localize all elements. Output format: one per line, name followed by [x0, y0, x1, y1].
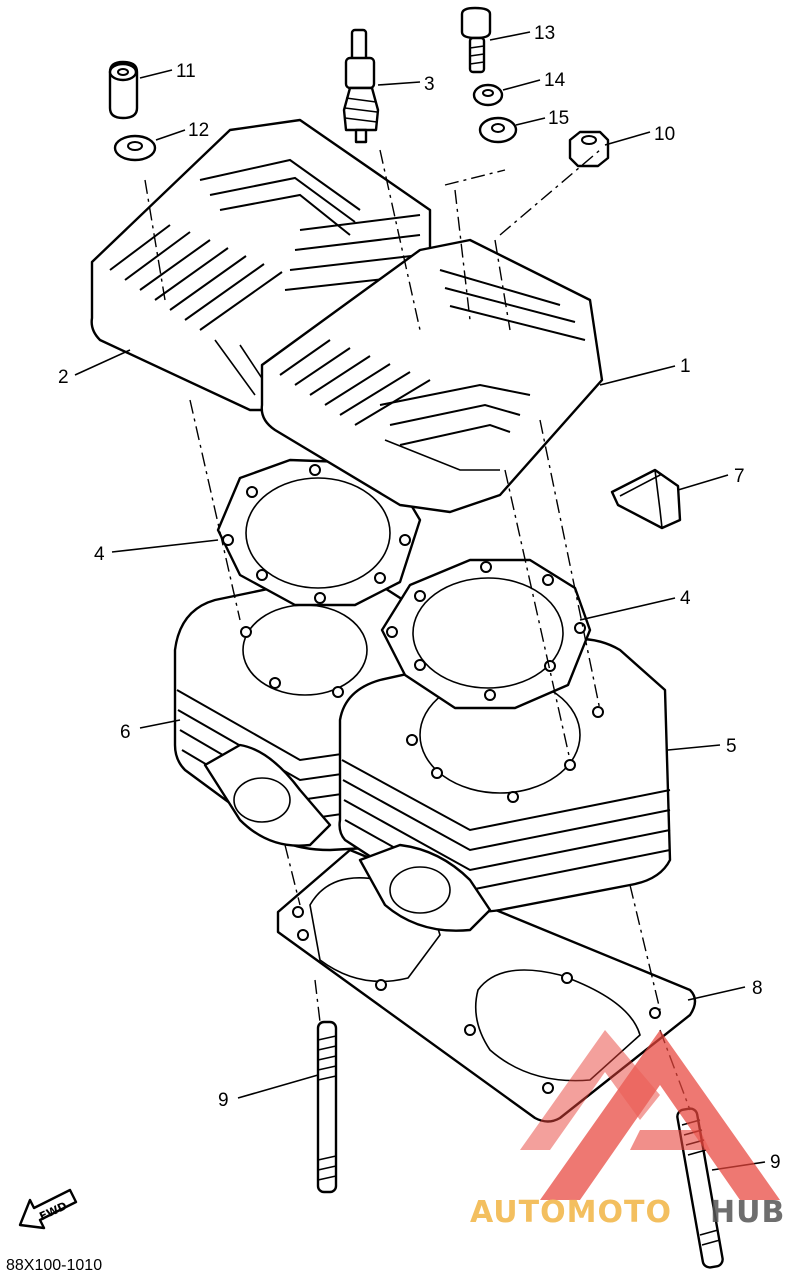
watermark-text-automoto: AUTOMOTO	[470, 1195, 672, 1230]
diagram-code: 88X100-1010	[6, 1257, 102, 1274]
cylinder-head-part-1	[260, 238, 604, 514]
callout-1: 1	[680, 356, 691, 377]
head-gasket-part-4-front	[380, 558, 592, 710]
spark-plug-part-3	[342, 28, 380, 144]
lock-washer-part-14	[472, 83, 504, 107]
bolt-part-13	[460, 6, 492, 74]
stud-bolt-part-9-left	[316, 1020, 338, 1194]
alignment-lines	[144, 149, 691, 1111]
callout-2: 2	[58, 367, 69, 388]
callout-9b: 9	[770, 1152, 781, 1173]
damper-part-7	[610, 468, 682, 530]
callout-13: 13	[534, 23, 555, 44]
head-gasket-part-4-rear	[216, 458, 422, 607]
callout-14: 14	[544, 70, 566, 91]
callout-10: 10	[654, 124, 675, 145]
callout-15: 15	[548, 108, 569, 129]
leader-lines	[74, 31, 766, 1171]
callout-12: 12	[188, 120, 209, 141]
callout-9a: 9	[218, 1090, 229, 1111]
callout-3: 3	[424, 74, 435, 95]
callout-4b: 4	[680, 588, 691, 609]
callout-6: 6	[120, 722, 131, 743]
washer-part-15	[478, 116, 518, 144]
callout-11: 11	[176, 61, 196, 82]
callout-4a: 4	[94, 544, 105, 565]
collar-part-11	[108, 60, 139, 120]
fwd-arrow-icon: FWD	[18, 1188, 78, 1230]
washer-part-12	[113, 134, 157, 162]
callout-5: 5	[726, 736, 737, 757]
nut-part-10	[568, 130, 610, 168]
automotohub-watermark-logo: AUTOMOTO HUB	[470, 1030, 785, 1230]
watermark-text-hub: HUB	[710, 1195, 785, 1230]
callout-7: 7	[734, 466, 745, 487]
cylinder-part-5	[338, 637, 672, 932]
callout-8: 8	[752, 978, 763, 999]
